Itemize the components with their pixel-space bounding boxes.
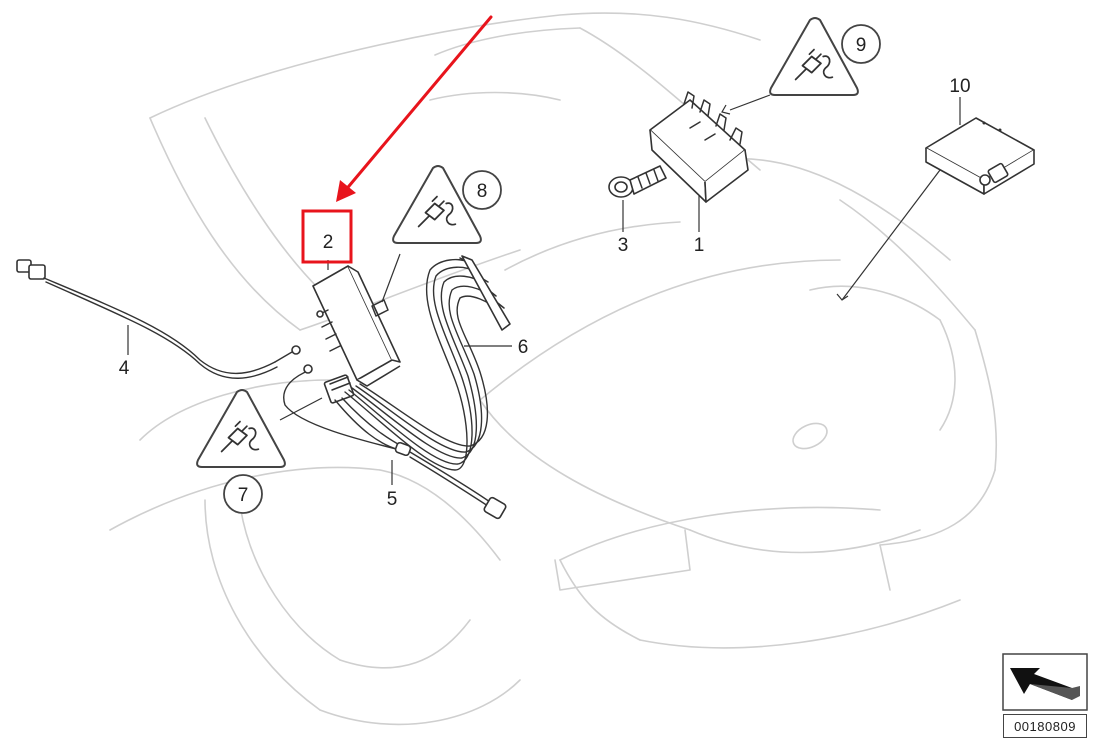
arrow-orientation-icon [1002,653,1088,711]
callout-9-label: 9 [856,35,867,56]
plug-connector-icon [417,195,457,228]
part-label-6: 6 [518,337,529,358]
callout-7-label: 7 [238,485,249,506]
callout-8: 8 [392,165,502,244]
part-10-control-unit [925,117,1035,195]
part-3-screw [608,165,667,198]
callout-7: 7 [196,389,286,514]
part-1-relay [649,91,749,203]
leader-lines [127,94,961,485]
callout-8-label: 8 [477,181,488,202]
part-label-10: 10 [949,76,970,97]
highlight-box [301,209,353,264]
part-label-3: 3 [618,235,629,256]
part-5-harness [283,364,507,520]
callout-9: 9 [769,17,881,96]
highlight-annotation [301,15,493,264]
diagram-code: 00180809 [1003,714,1087,738]
part-label-1: 1 [694,235,705,256]
part-6-wire-loom [344,255,511,471]
part-label-2: 2 [323,232,334,253]
plug-connector-icon [220,420,260,453]
part-label-4: 4 [119,358,130,379]
part-2-module [312,265,401,387]
highlight-arrow-line [342,15,493,194]
part-label-5: 5 [387,489,398,510]
car-outline [109,12,998,726]
highlight-arrow-head [336,180,356,202]
plug-connector-icon [794,48,834,81]
part-4-cable [16,259,301,379]
